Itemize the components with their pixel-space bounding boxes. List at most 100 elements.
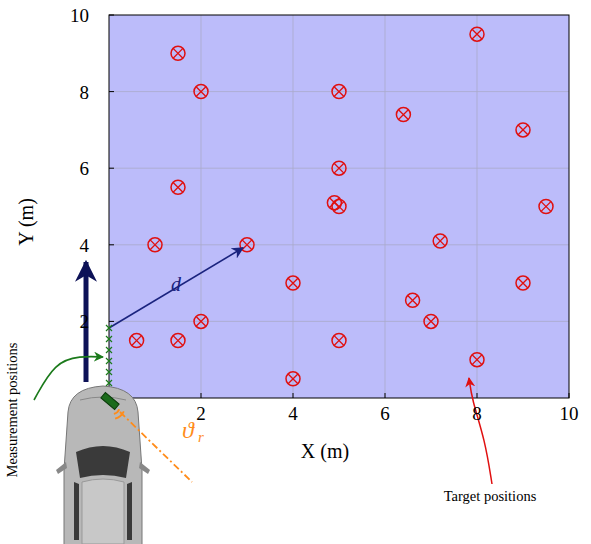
target-circle — [171, 46, 185, 60]
radar-sensor — [101, 393, 119, 410]
target-leader — [469, 378, 492, 484]
grid-line — [477, 15, 478, 398]
measurement-positions — [106, 325, 112, 386]
distance-label: d — [171, 274, 181, 294]
target-marker — [240, 238, 254, 252]
target-cross — [288, 374, 298, 384]
target-circle — [240, 238, 254, 252]
target-marker — [516, 123, 530, 137]
measurement-mark — [106, 380, 112, 386]
target-circle — [396, 108, 410, 122]
grid-line — [201, 15, 202, 398]
car-roof — [82, 479, 124, 544]
target-circle — [332, 334, 346, 348]
target-marker — [171, 180, 185, 194]
target-cross — [399, 110, 409, 120]
distance-arrow — [109, 248, 243, 328]
target-marker — [286, 372, 300, 386]
target-cross — [242, 240, 252, 250]
tick-label: 2 — [80, 312, 90, 331]
car-mirror — [139, 462, 150, 474]
target-circle — [171, 334, 185, 348]
target-marker — [130, 334, 144, 348]
target-circle — [433, 234, 447, 248]
target-cross — [408, 295, 418, 305]
axis-title: X (m) — [301, 441, 349, 461]
target-cross — [173, 182, 183, 192]
target-cross — [196, 87, 206, 97]
boresight-line — [120, 412, 192, 482]
target-cross — [173, 48, 183, 58]
tick — [109, 321, 114, 322]
target-marker — [194, 85, 208, 99]
grid-line — [109, 321, 569, 322]
tick — [385, 393, 386, 398]
target-circle — [539, 200, 553, 214]
tick-label: 10 — [560, 404, 579, 423]
target-cross — [288, 278, 298, 288]
angle-label: r — [198, 430, 204, 445]
car-mirror — [56, 462, 67, 474]
target-marker — [470, 353, 484, 367]
target-circle — [286, 276, 300, 290]
target-circle — [148, 238, 162, 252]
target-marker — [171, 46, 185, 60]
tick-label: 8 — [80, 82, 90, 101]
target-circle — [406, 293, 420, 307]
grid — [109, 15, 569, 398]
tick-label: 4 — [80, 235, 90, 254]
target-cross — [472, 29, 482, 39]
target-marker — [148, 238, 162, 252]
grid-line — [385, 15, 386, 398]
tick-label: 2 — [196, 404, 206, 423]
plot-border — [109, 15, 569, 398]
target-marker — [194, 314, 208, 328]
radar-wave — [114, 409, 119, 413]
car-body — [64, 386, 142, 544]
target-circle — [332, 161, 346, 175]
tick-label: 8 — [472, 404, 482, 423]
car-windshield — [76, 446, 130, 478]
target-marker — [433, 234, 447, 248]
targets — [130, 27, 553, 386]
grid-line — [109, 244, 569, 245]
target-cross — [334, 87, 344, 97]
target-cross — [541, 202, 551, 212]
tick-label: 6 — [380, 404, 390, 423]
target-cross — [334, 163, 344, 173]
target-marker — [332, 334, 346, 348]
target-marker — [171, 334, 185, 348]
target-cross — [334, 336, 344, 346]
measurement-mark — [106, 358, 112, 364]
measurement-mark — [106, 347, 112, 353]
angle-label: ϑ — [182, 418, 194, 442]
target-marker — [332, 85, 346, 99]
target-cross — [435, 236, 445, 246]
target-marker — [396, 108, 410, 122]
target-circle — [470, 27, 484, 41]
target-circle — [194, 85, 208, 99]
target-cross — [132, 336, 142, 346]
grid-line — [293, 15, 294, 398]
target-marker — [332, 161, 346, 175]
target-marker — [424, 314, 438, 328]
tick — [109, 168, 114, 169]
target-circle — [470, 353, 484, 367]
car — [56, 386, 150, 544]
tick-label: 4 — [288, 404, 298, 423]
tick — [293, 393, 294, 398]
tick-label: 6 — [80, 159, 90, 178]
callout-label: Measurement positions — [5, 343, 20, 478]
tick — [109, 244, 114, 245]
target-cross — [518, 278, 528, 288]
target-marker — [286, 276, 300, 290]
car-side-window — [127, 482, 132, 540]
target-cross — [472, 355, 482, 365]
tick — [201, 393, 202, 398]
target-circle — [194, 314, 208, 328]
measurement-mark — [106, 369, 112, 375]
tick-label: 10 — [70, 6, 89, 25]
tick — [109, 91, 114, 92]
target-cross — [150, 240, 160, 250]
